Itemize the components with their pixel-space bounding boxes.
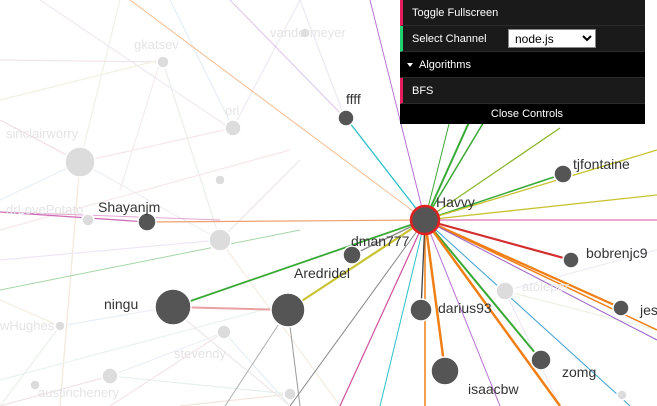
close-controls-label: Close Controls [490, 108, 564, 120]
user-label-sinclairworry: sinclairworry [6, 126, 79, 141]
user-label-havvy[interactable]: Havvy [436, 194, 475, 210]
controls-panel: Toggle Fullscreen Select Channel node.js… [400, 0, 645, 124]
user-node-havvy[interactable] [409, 204, 441, 236]
user-node-isaacbw[interactable] [430, 356, 460, 386]
bfs-label: BFS [412, 84, 434, 97]
user-node-zomg[interactable] [530, 349, 552, 371]
user-label-shayanjm[interactable]: Shayanjm [98, 199, 160, 215]
user-label-dman777[interactable]: dman777 [351, 233, 410, 249]
background-node[interactable] [208, 228, 232, 252]
channel-select[interactable]: node.js [508, 29, 596, 48]
background-node[interactable] [54, 320, 66, 332]
background-node[interactable] [101, 367, 119, 385]
user-label-vandermeyer: vandermeyer [270, 25, 347, 40]
background-node[interactable] [29, 379, 41, 391]
background-node[interactable] [214, 174, 226, 186]
toggle-fullscreen-label: Toggle Fullscreen [412, 6, 499, 19]
user-node-bobrenjc9[interactable] [562, 251, 580, 269]
graph-nodes [29, 27, 630, 401]
background-node[interactable] [156, 55, 170, 69]
background-node[interactable] [299, 27, 311, 39]
background-node[interactable] [224, 119, 242, 137]
user-node-dman777[interactable] [342, 245, 362, 265]
close-controls-button[interactable]: Close Controls [400, 104, 645, 124]
toggle-fullscreen-button[interactable]: Toggle Fullscreen [400, 0, 645, 26]
background-node[interactable] [616, 389, 628, 401]
user-label-aredridel[interactable]: Aredridel [294, 265, 350, 281]
bfs-button[interactable]: BFS [400, 78, 645, 104]
algorithms-label: Algorithms [419, 58, 471, 71]
algorithms-folder[interactable]: Algorithms [400, 52, 645, 78]
user-label-ffff[interactable]: ffff [346, 91, 361, 107]
user-node-jes[interactable] [612, 299, 630, 317]
background-node[interactable] [495, 281, 515, 301]
user-label-ningu[interactable]: ningu [104, 296, 138, 312]
user-node-darius93[interactable] [409, 298, 433, 322]
background-node[interactable] [81, 213, 95, 227]
user-label-whughes: wHughes [0, 318, 55, 333]
triangle-down-icon [407, 62, 413, 67]
user-label-tjfontaine[interactable]: tjfontaine [573, 156, 630, 172]
user-label-bobrenjc9[interactable]: bobrenjc9 [586, 245, 648, 261]
background-node[interactable] [283, 387, 297, 401]
background-node[interactable] [216, 324, 232, 340]
user-node-ningu[interactable] [154, 288, 192, 326]
user-node-tjfontaine[interactable] [553, 164, 573, 184]
user-label-drlovepotato: drLovePotato [6, 202, 83, 217]
user-node-ffff[interactable] [337, 109, 355, 127]
select-channel-row: Select Channel node.js [400, 26, 645, 52]
user-label-zomg[interactable]: zomg [562, 364, 596, 380]
user-node-aredridel[interactable] [270, 292, 306, 328]
user-label-jes[interactable]: jes [639, 302, 657, 318]
user-label-darius93[interactable]: darius93 [438, 300, 492, 316]
user-label-stevendy: stevendy [174, 346, 227, 361]
user-label-austinchenery: austinchenery [38, 385, 119, 400]
user-node-shayanjm[interactable] [137, 212, 157, 232]
select-channel-label: Select Channel [412, 32, 487, 45]
background-node[interactable] [64, 146, 96, 178]
user-label-atoleper: atoleper [522, 279, 570, 294]
user-label-orl: orl [225, 103, 240, 118]
user-label-gkatsev: gkatsev [134, 37, 179, 52]
graph-labels: gkatsev vandermeyer sinclairworry wHughe… [0, 25, 657, 400]
user-label-isaacbw[interactable]: isaacbw [468, 381, 519, 397]
